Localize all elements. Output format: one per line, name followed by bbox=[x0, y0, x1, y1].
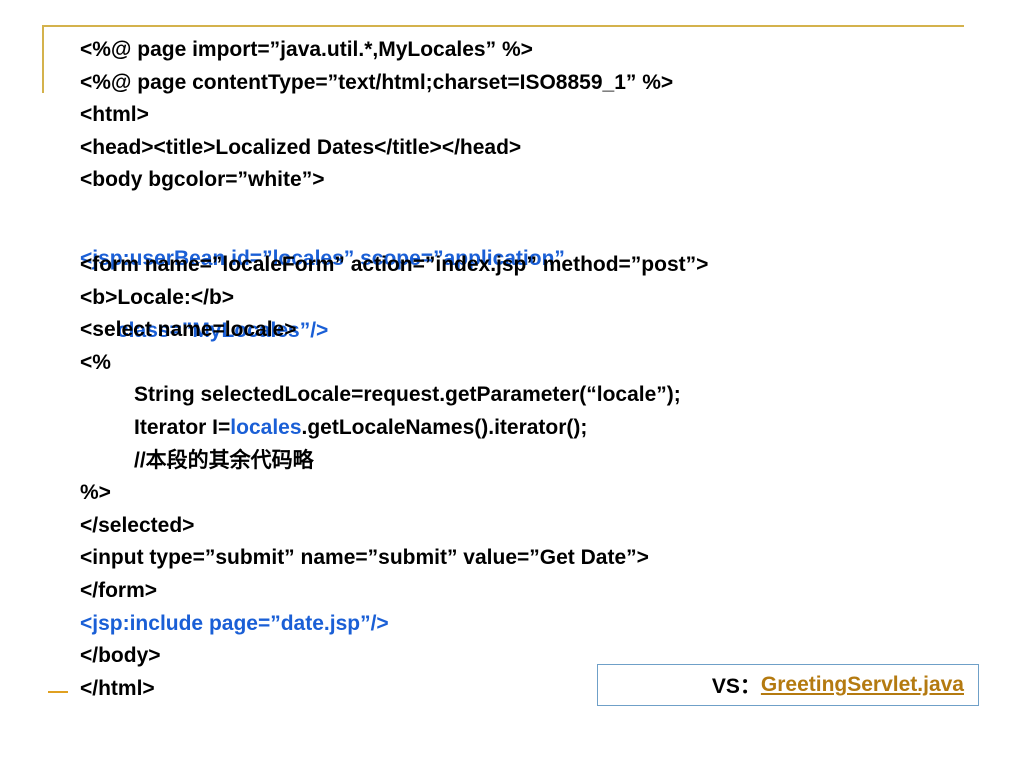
code-line-11: String selectedLocale=request.getParamet… bbox=[134, 383, 681, 407]
code-line-15: </selected> bbox=[80, 513, 195, 537]
left-decor-line bbox=[42, 25, 44, 93]
code-line-4: <head><title>Localized Dates</title></he… bbox=[80, 135, 522, 159]
usebean-line-part1: <jsp:userBean id=”locales” scope=”applic… bbox=[80, 246, 565, 270]
code-line-10: <% bbox=[80, 350, 111, 374]
top-decor-line bbox=[42, 25, 964, 27]
code-line-2: <%@ page contentType=”text/html;charset=… bbox=[80, 70, 674, 94]
vs-reference-box: VS： GreetingServlet.java bbox=[597, 664, 979, 706]
code-line-1: <%@ page import=”java.util.*,MyLocales” … bbox=[80, 38, 533, 61]
code-line-5: <body bgcolor=”white”> bbox=[80, 168, 325, 192]
code-line-7: <form name=”localeForm” action=”index.js… bbox=[80, 252, 709, 276]
code-line-17: </form> bbox=[80, 578, 158, 602]
code-line-16: <input type=”submit” name=”submit” value… bbox=[80, 546, 649, 570]
iterator-suffix: .getLocaleNames().iterator(); bbox=[301, 415, 588, 439]
iterator-prefix: Iterator I= bbox=[134, 415, 231, 439]
code-listing: <%@ page import=”java.util.*,MyLocales” … bbox=[80, 34, 980, 705]
code-line-20: </html> bbox=[80, 676, 155, 700]
code-line-9: <select name=locale> bbox=[80, 318, 297, 342]
code-line-12: Iterator I=locales.getLocaleNames().iter… bbox=[80, 412, 980, 445]
usebean-line-part2: class=”MyLocales”/> bbox=[117, 318, 329, 342]
code-line-14: %> bbox=[80, 481, 111, 505]
vs-prefix: VS： bbox=[711, 675, 761, 698]
code-line-18-include: <jsp:include page=”date.jsp”/> bbox=[80, 611, 389, 635]
code-line-19: </body> bbox=[80, 644, 161, 668]
code-line-6-usebean: <jsp:userBean id=”locales” scope=”applic… bbox=[80, 197, 980, 342]
code-line-3: <html> bbox=[80, 103, 149, 127]
locales-token: locales bbox=[230, 415, 302, 439]
code-line-8: <b>Locale:</b> bbox=[80, 285, 235, 309]
code-line-13-comment: //本段的其余代码略 bbox=[134, 448, 314, 472]
bullet-dash bbox=[48, 691, 68, 693]
greeting-servlet-link[interactable]: GreetingServlet.java bbox=[760, 673, 964, 696]
